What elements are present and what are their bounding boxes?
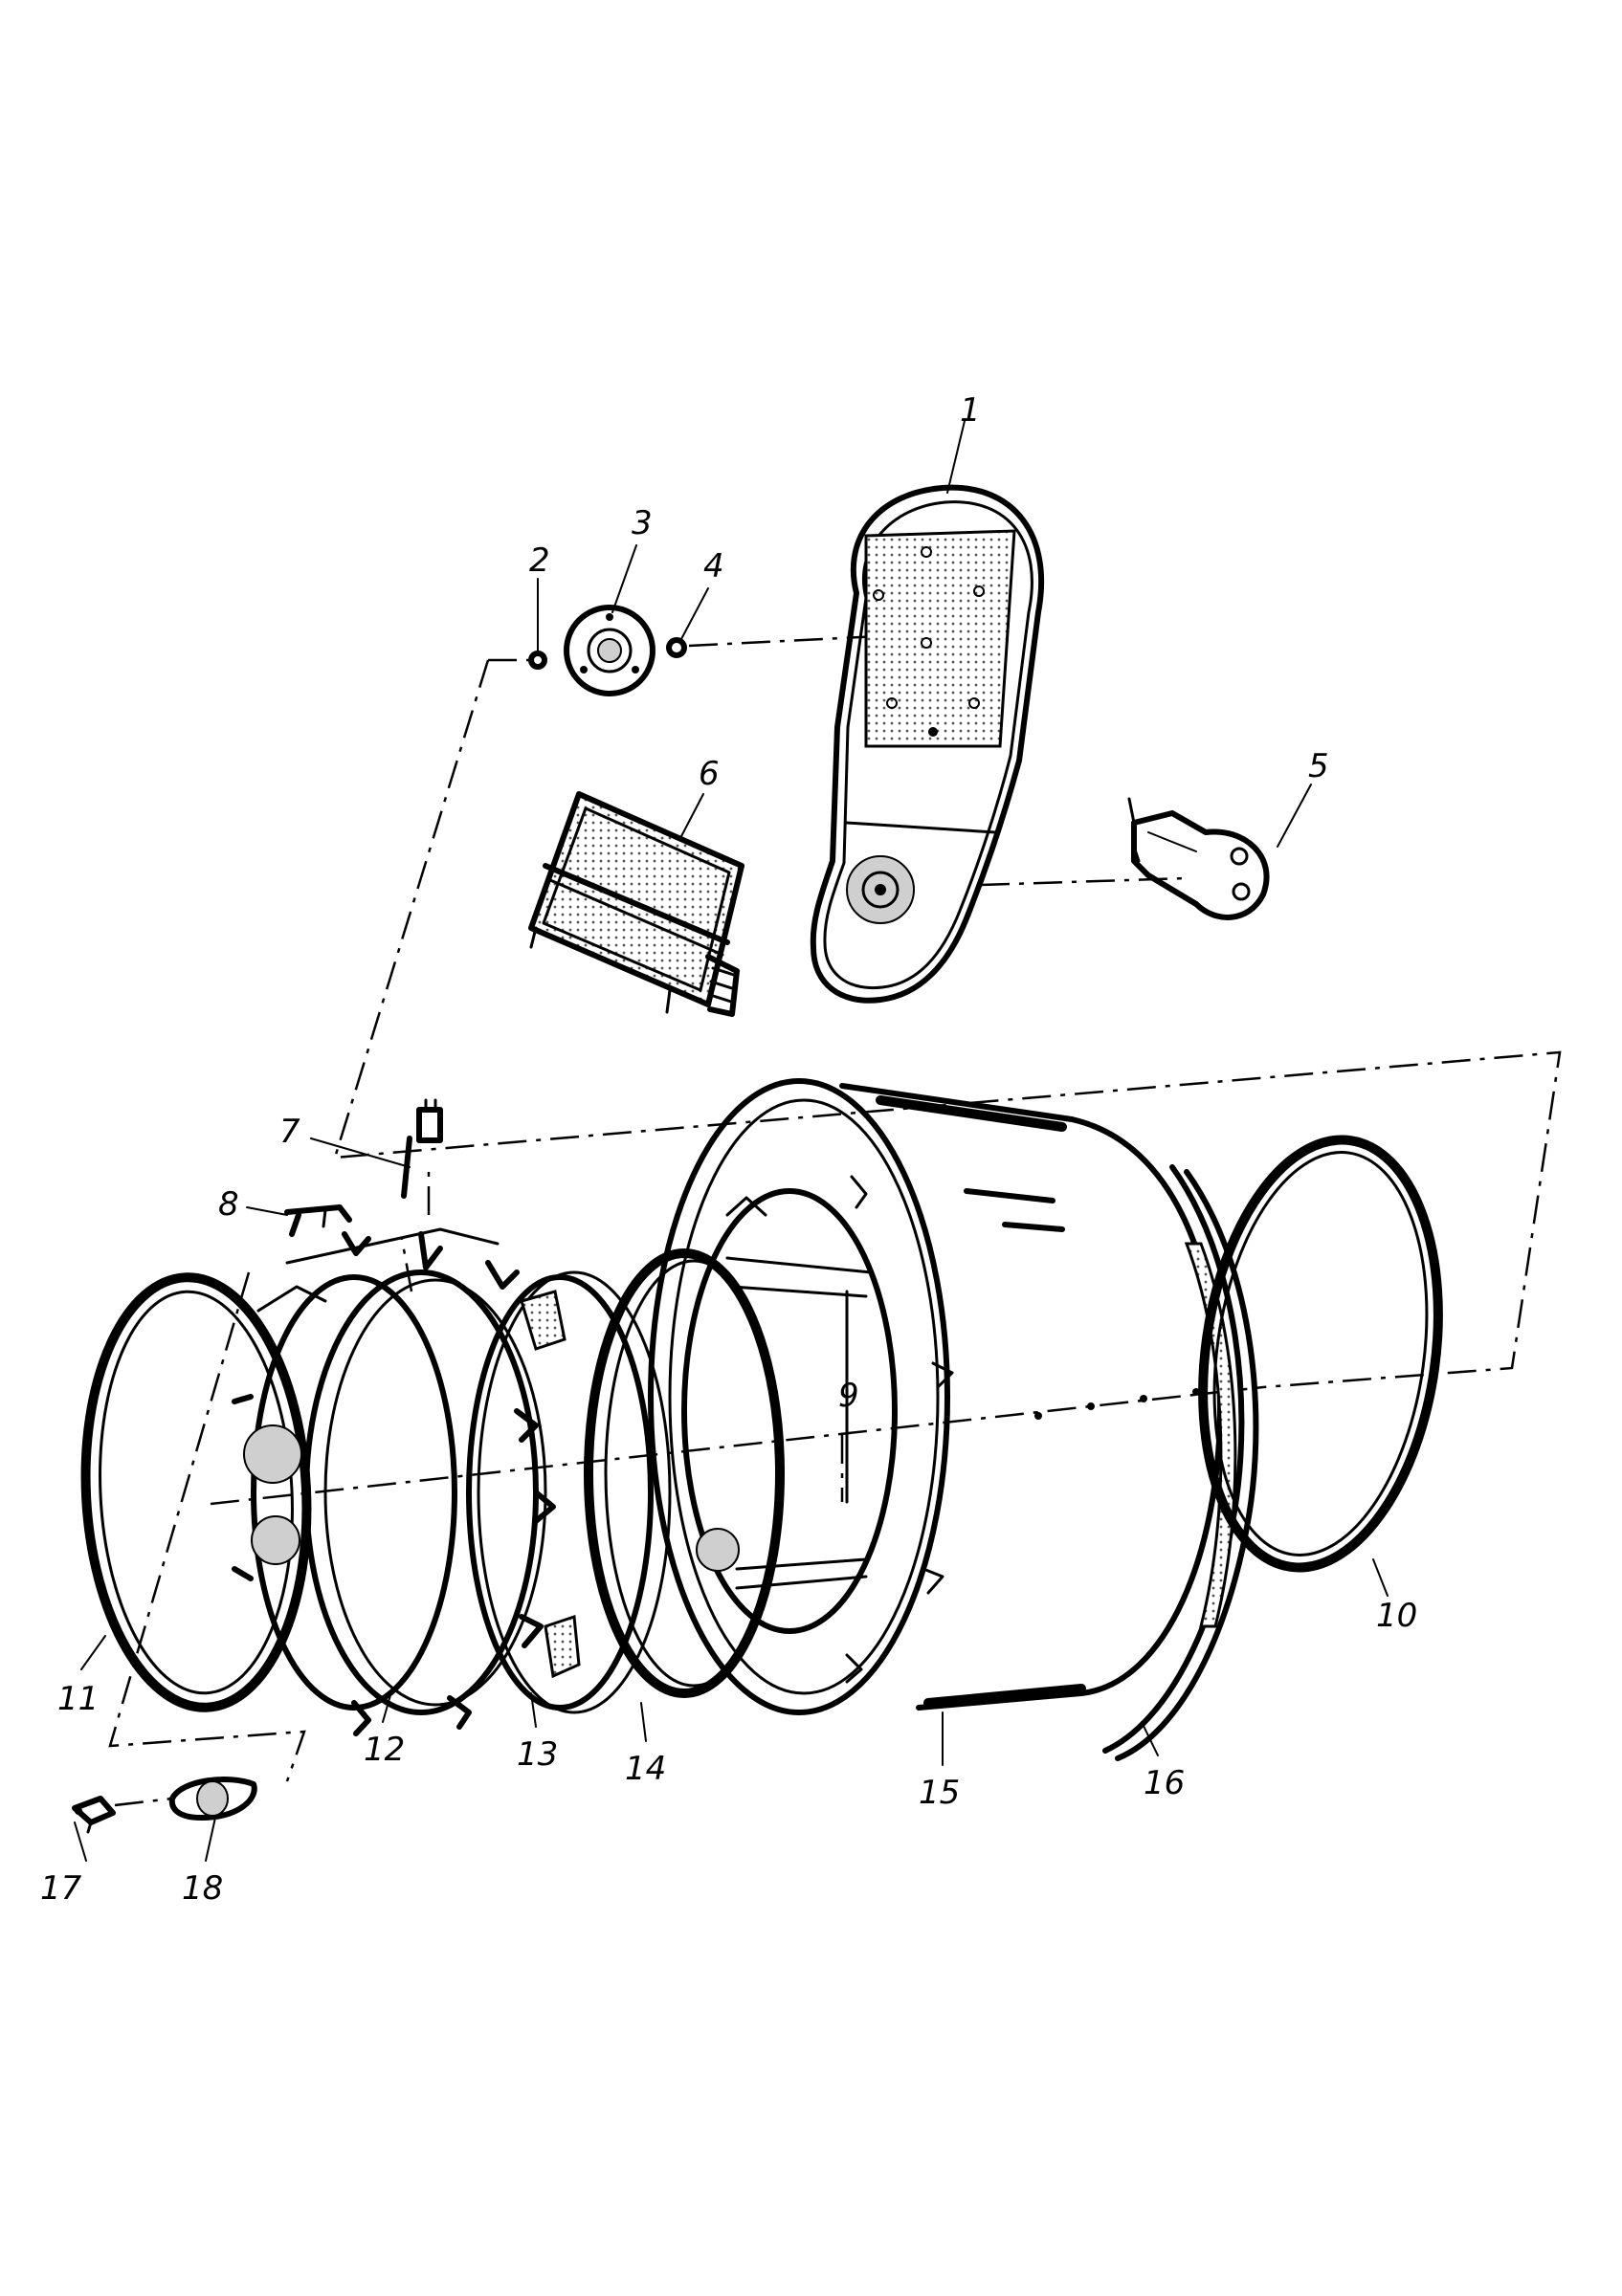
- part-labels: 1 2 3 4 5 6 7 8 9 10 11 12 13 14 15 16 1…: [40, 391, 1417, 1908]
- leader-lines: [74, 420, 1389, 1862]
- label-part-14: 14: [625, 1750, 666, 1788]
- label-part-9: 9: [838, 1377, 859, 1415]
- label-part-11: 11: [57, 1680, 99, 1718]
- label-part-7: 7: [279, 1113, 300, 1151]
- label-part-18: 18: [182, 1869, 223, 1908]
- part-4-ring: [666, 637, 687, 658]
- part-8-clip: [284, 1204, 352, 1237]
- label-part-5: 5: [1308, 747, 1329, 785]
- label-part-12: 12: [364, 1731, 405, 1769]
- part-2-nut: [528, 651, 547, 670]
- label-part-6: 6: [699, 755, 720, 793]
- part-13-felt-ring: [466, 1270, 672, 1714]
- part-17-sensor: [72, 1796, 116, 1834]
- label-part-4: 4: [703, 547, 724, 585]
- label-part-16: 16: [1144, 1764, 1185, 1802]
- label-part-3: 3: [632, 504, 653, 542]
- label-part-17: 17: [40, 1869, 82, 1908]
- part-3-bearing-hub: [564, 605, 655, 696]
- label-part-13: 13: [517, 1735, 558, 1774]
- label-part-10: 10: [1376, 1597, 1417, 1635]
- label-part-2: 2: [529, 541, 550, 580]
- part-12-front-ring: [232, 1227, 556, 1736]
- part-6-filter-box: [528, 791, 744, 1017]
- label-part-8: 8: [218, 1185, 239, 1224]
- label-part-15: 15: [919, 1774, 960, 1812]
- part-5-bracket: [1127, 797, 1270, 920]
- label-part-1: 1: [960, 391, 981, 430]
- part-15-drum: [648, 1078, 1223, 1715]
- part-16-strip: [1102, 1164, 1259, 1761]
- part-18-clip: [168, 1777, 257, 1821]
- part-14-ring-seal: [584, 1248, 785, 1698]
- part-1-rear-bulkhead: [810, 484, 1045, 1004]
- part-10-rear-seal: [1198, 1135, 1443, 1573]
